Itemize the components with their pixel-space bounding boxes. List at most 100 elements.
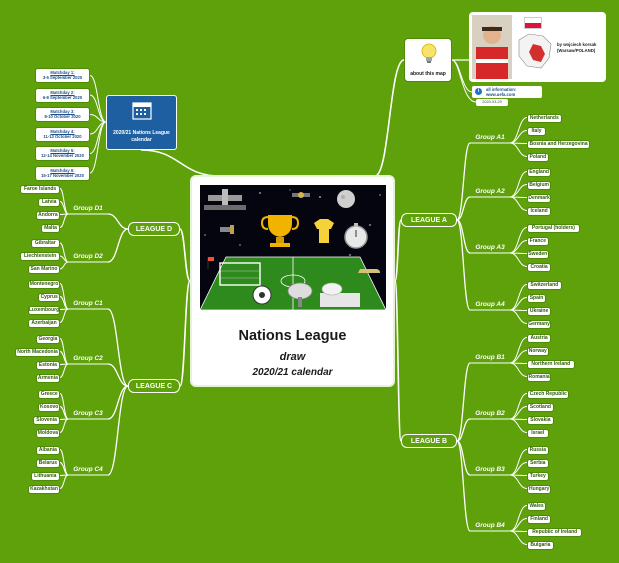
team-slovakia[interactable]: Slovakia xyxy=(527,415,554,425)
team-iceland[interactable]: Iceland xyxy=(527,206,552,216)
group-group-d2[interactable]: Group D2 xyxy=(73,252,103,260)
team-albania[interactable]: Albania xyxy=(35,445,60,455)
team-luxembourg[interactable]: Luxembourg xyxy=(28,305,60,315)
team-israel[interactable]: Israel xyxy=(527,428,549,438)
group-group-b1[interactable]: Group B1 xyxy=(475,353,505,361)
matchday-4[interactable]: Matchday 4:11-13 October 2020 xyxy=(35,126,90,142)
team-scotland[interactable]: Scotland xyxy=(527,402,554,412)
team-greece[interactable]: Greece xyxy=(38,389,60,399)
team-republic-of-ireland[interactable]: Republic of Ireland xyxy=(527,527,583,537)
connector xyxy=(456,219,471,311)
team-croatia[interactable]: Croatia xyxy=(527,262,552,272)
matchday-title[interactable]: Matchday 1: xyxy=(50,70,75,75)
matchday-title[interactable]: Matchday 2: xyxy=(50,89,75,95)
matchday-dates: 12-14 November 2020 xyxy=(41,153,84,159)
team-bosnia-and-herzegovina[interactable]: Bosnia and Herzegovina xyxy=(527,139,591,149)
team-spain[interactable]: Spain xyxy=(527,293,546,303)
league-c-node[interactable]: LEAGUE C xyxy=(128,379,180,393)
team-moldova[interactable]: Moldova xyxy=(35,428,60,438)
matchday-title[interactable]: Matchday 3: xyxy=(50,109,75,114)
group-group-b4[interactable]: Group B4 xyxy=(475,521,505,529)
team-lithuania[interactable]: Lithuania xyxy=(30,471,60,481)
team-kosovo[interactable]: Kosovo xyxy=(38,402,60,412)
matchday-title[interactable]: Matchday 5: xyxy=(50,148,75,153)
matchday-title[interactable]: Matchday 4: xyxy=(50,128,75,134)
team-faroe-islands[interactable]: Faroe Islands xyxy=(20,184,60,194)
group-group-a1[interactable]: Group A1 xyxy=(475,133,505,141)
calendar-node[interactable]: 2020/21 Nations League calendar xyxy=(106,95,177,150)
matchday-6[interactable]: Matchday 6:15-17 November 2020 xyxy=(35,165,90,181)
team-montenegro[interactable]: Montenegro xyxy=(28,279,60,289)
team-northern-ireland[interactable]: Northern Ireland xyxy=(527,359,575,369)
team-armenia[interactable]: Armenia xyxy=(35,373,60,383)
team-wales[interactable]: Wales xyxy=(527,501,546,511)
league-b-node[interactable]: LEAGUE B xyxy=(401,434,457,448)
matchday-3[interactable]: Matchday 3:8-10 October 2020 xyxy=(35,107,90,122)
author-name: by wojciech korsak (Warsaw/POLAND) xyxy=(557,42,597,53)
matchday-5[interactable]: Matchday 5:12-14 November 2020 xyxy=(35,146,90,161)
team-andorra[interactable]: Andorra xyxy=(35,210,60,220)
league-a-node[interactable]: LEAGUE A xyxy=(401,213,457,227)
team-bulgaria[interactable]: Bulgaria xyxy=(527,540,554,550)
team-portugal-holders[interactable]: Portugal (holders) xyxy=(527,223,580,233)
team-sweden[interactable]: Sweden xyxy=(527,249,549,259)
team-netherlands[interactable]: Netherlands xyxy=(527,113,562,123)
info-link[interactable]: i all information: www.uefa.com xyxy=(472,86,542,98)
connector xyxy=(509,252,528,267)
about-node[interactable]: about this map xyxy=(404,38,452,82)
team-cyprus[interactable]: Cyprus xyxy=(38,292,60,302)
connector xyxy=(394,219,402,282)
group-group-a4[interactable]: Group A4 xyxy=(475,300,505,308)
central-topic[interactable]: Nations League draw 2020/21 calendar xyxy=(190,175,395,387)
matchday-title[interactable]: Matchday 6: xyxy=(50,167,75,173)
matchday-1[interactable]: Matchday 1:3-5 September 2020 xyxy=(35,68,90,83)
team-malta[interactable]: Malta xyxy=(41,223,60,233)
team-serbia[interactable]: Serbia xyxy=(527,458,549,468)
team-slovenia[interactable]: Slovenia xyxy=(33,415,60,425)
connector xyxy=(509,350,528,364)
team-england[interactable]: England xyxy=(527,167,552,177)
team-switzerland[interactable]: Switzerland xyxy=(527,280,562,290)
team-romania[interactable]: Romania xyxy=(527,372,552,382)
connector xyxy=(107,228,129,263)
team-belarus[interactable]: Belarus xyxy=(35,458,60,468)
team-czech-republic[interactable]: Czech Republic xyxy=(527,389,570,399)
team-georgia[interactable]: Georgia xyxy=(35,334,60,344)
team-latvia[interactable]: Latvia xyxy=(38,197,60,207)
team-france[interactable]: France xyxy=(527,236,549,246)
group-group-b3[interactable]: Group B3 xyxy=(475,465,505,473)
group-group-c4[interactable]: Group C4 xyxy=(73,465,103,473)
group-group-a2[interactable]: Group A2 xyxy=(475,187,505,195)
group-group-c2[interactable]: Group C2 xyxy=(73,354,103,362)
group-group-c1[interactable]: Group C1 xyxy=(73,299,103,307)
connector xyxy=(59,393,69,420)
team-gibraltar[interactable]: Gibraltar xyxy=(30,239,60,248)
team-denmark[interactable]: Denmark xyxy=(527,193,552,203)
group-group-d1[interactable]: Group D1 xyxy=(73,204,103,212)
team-north-macedonia[interactable]: North Macedonia xyxy=(15,347,60,357)
team-austria[interactable]: Austria xyxy=(527,333,552,343)
connector xyxy=(509,406,528,420)
team-san-marino[interactable]: San Marino xyxy=(28,265,60,274)
group-group-c3[interactable]: Group C3 xyxy=(73,409,103,417)
group-group-a3[interactable]: Group A3 xyxy=(475,243,505,251)
group-group-b2[interactable]: Group B2 xyxy=(475,409,505,417)
team-liechtenstein[interactable]: Liechtenstein xyxy=(20,252,60,261)
team-hungary[interactable]: Hungary xyxy=(527,484,552,494)
team-italy[interactable]: Italy xyxy=(527,126,546,136)
team-ukraine[interactable]: Ukraine xyxy=(527,306,552,316)
team-turkey[interactable]: Turkey xyxy=(527,471,549,481)
connector xyxy=(107,308,129,387)
matchday-2[interactable]: Matchday 2:6-8 September 2020 xyxy=(35,87,90,103)
team-estonia[interactable]: Estonia xyxy=(35,360,60,370)
team-norway[interactable]: Norway xyxy=(527,346,549,356)
team-poland[interactable]: Poland xyxy=(527,152,549,162)
team-germany[interactable]: Germany xyxy=(527,319,552,329)
team-azerbaijan[interactable]: Azerbaijan xyxy=(28,318,60,328)
team-belgium[interactable]: Belgium xyxy=(527,180,552,190)
team-russia[interactable]: Russia xyxy=(527,445,549,455)
connector xyxy=(59,338,69,365)
team-finland[interactable]: Finland xyxy=(527,514,552,524)
team-kazakhstan[interactable]: Kazakhstan xyxy=(28,484,60,494)
league-d-node[interactable]: LEAGUE D xyxy=(128,222,180,236)
